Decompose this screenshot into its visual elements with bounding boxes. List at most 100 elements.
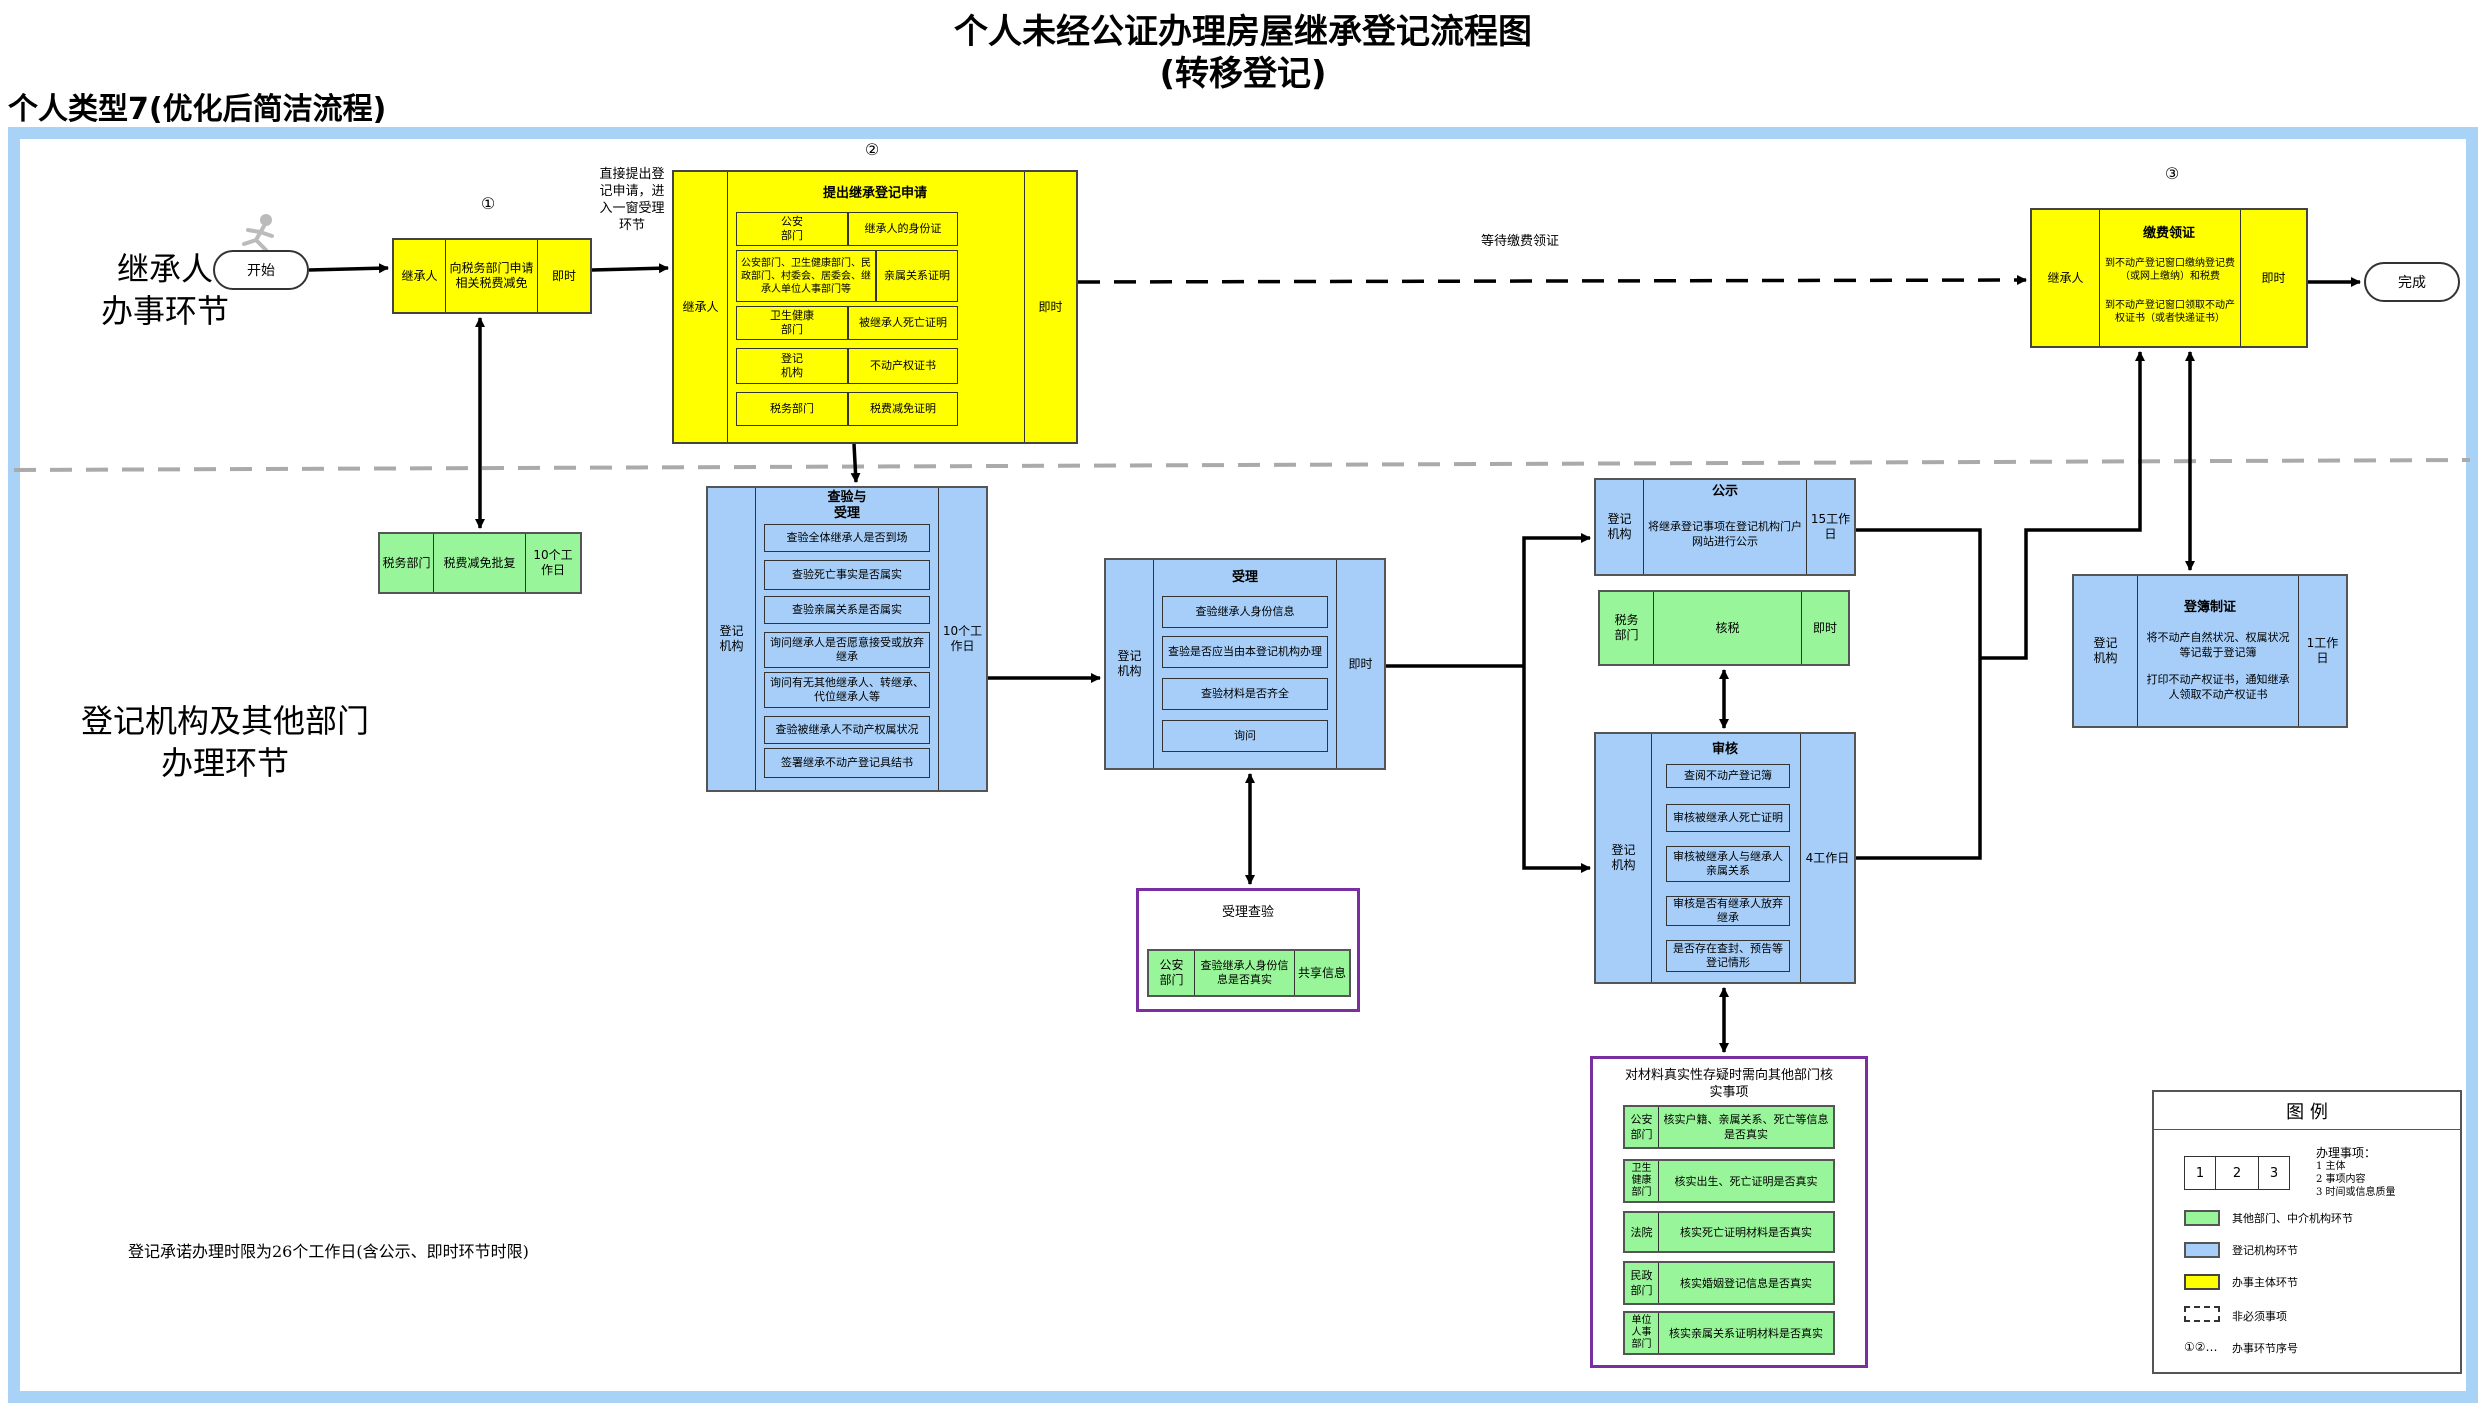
publicity-content: 将继承登记事项在登记机构门户网站进行公示 — [1648, 520, 1802, 548]
tax-relief-content: 税费减免批复 — [434, 534, 526, 592]
review-item: 是否存在查封、预告等登记情形 — [1666, 940, 1790, 972]
step1-time: 即时 — [551, 268, 576, 283]
step2-doc: 被继承人死亡证明 — [848, 306, 958, 340]
accept-verify-header: 受理查验 — [1221, 905, 1274, 920]
arrow-step1-step2 — [591, 263, 669, 274]
register-content-2: 打印不动产权证书，通知继承人领取不动产权证书 — [2146, 673, 2290, 701]
register-header: 登簿制证 — [2183, 600, 2236, 615]
verify-row: 单位 人事 部门 核实亲属关系证明材料是否真实 — [1623, 1311, 1835, 1355]
process-type: 个人类型7(优化后简洁流程) — [8, 92, 387, 127]
pay-content-2: 到不动产登记窗口领取不动产权证书（或者快递证书） — [2105, 300, 2235, 324]
deadline-note: 登记承诺办理时限为26个工作日(含公示、即时环节时限) — [128, 1242, 529, 1261]
page-subtitle: (转移登记) — [1159, 54, 1327, 94]
verify-content: 核实亲属关系证明材料是否真实 — [1669, 1326, 1823, 1340]
legend-matters: 1 主体 2 事项内容 3 时间或信息质量 — [2316, 1160, 2396, 1199]
legend-cell: 2 — [2216, 1157, 2259, 1189]
accept-item: 查验是否应当由本登记机构办理 — [1162, 636, 1328, 668]
legend-cell: 3 — [2269, 1165, 2279, 1181]
accept-box: 登记 机构 即时 受理 查验继承人身份信息 查验是否应当由本登记机构办理 查验材… — [1104, 558, 1386, 770]
arrow-merge-pay — [1980, 351, 2145, 660]
legend-green-label: 其他部门、中介机构环节 — [2232, 1212, 2353, 1225]
verify-content: 核实出生、死亡证明是否真实 — [1674, 1174, 1818, 1188]
verify-dept: 卫生 健康 部门 — [1625, 1161, 1659, 1201]
review-header: 审核 — [1711, 742, 1738, 757]
verify-row: 民政 部门 核实婚姻登记信息是否真实 — [1623, 1261, 1835, 1305]
review-item: 审核是否有继承人放弃继承 — [1666, 896, 1790, 926]
legend-matter: 3 时间或信息质量 — [2316, 1187, 2396, 1198]
verify-row: 法院 核实死亡证明材料是否真实 — [1623, 1211, 1835, 1253]
legend-seq-label: 办事环节序号 — [2232, 1342, 2298, 1355]
legend-cell: 1 — [2185, 1157, 2216, 1189]
review-item: 查阅不动产登记簿 — [1666, 764, 1790, 788]
pay-content-1: 到不动产登记窗口缴纳登记费（或网上缴纳）和税费 — [2105, 258, 2235, 282]
accept-verify-note: 共享信息 — [1297, 965, 1346, 980]
verify-content: 核实户籍、亲属关系、死亡等信息是否真实 — [1663, 1113, 1829, 1141]
review-item: 审核被继承人死亡证明 — [1666, 804, 1790, 832]
flow-frame — [8, 127, 2478, 1403]
publicity-header: 公示 — [1711, 484, 1738, 499]
direct-apply-note: 直接提出登记申请，进入一窗受理环节 — [599, 167, 665, 233]
check-item: 查验全体继承人是否到场 — [764, 524, 930, 552]
pay-subject: 继承人 — [2032, 210, 2100, 346]
step-number-3: ③ — [2164, 164, 2180, 183]
arrow-start-step1 — [308, 263, 389, 274]
end-terminal: 完成 — [2364, 262, 2460, 302]
legend-matter: 2 事项内容 — [2316, 1174, 2366, 1185]
step2-subject: 继承人 — [674, 172, 728, 442]
tax-relief-box: 税务部门 税费减免批复 10个工作日 — [378, 532, 582, 594]
check-item: 查验被继承人不动产权属状况 — [764, 716, 930, 744]
arrow-review-merge — [1856, 658, 1982, 860]
review-box: 登记 机构 4工作日 审核 查阅不动产登记簿 审核被继承人死亡证明 审核被继承人… — [1594, 732, 1856, 984]
verify-row: 公安 部门 核实户籍、亲属关系、死亡等信息是否真实 — [1623, 1105, 1835, 1149]
review-time: 4工作日 — [1800, 734, 1854, 982]
step2-dept: 卫生健康 部门 — [736, 306, 848, 340]
verify-content: 核实婚姻登记信息是否真实 — [1680, 1276, 1812, 1290]
step2-doc: 继承人的身份证 — [848, 212, 958, 246]
verify-content: 核实死亡证明材料是否真实 — [1680, 1225, 1812, 1239]
verify-others-header: 对材料真实性存疑时需向其他部门核实事项 — [1624, 1068, 1833, 1100]
wait-pay-note: 等待缴费领证 — [1480, 234, 1559, 249]
step1-subject: 继承人 — [394, 240, 446, 312]
tax-relief-subject: 税务部门 — [380, 534, 434, 592]
step1-content: 向税务部门申请相关税费减免 — [446, 240, 538, 312]
lane-label-heir: 继承人 办事环节 — [100, 250, 229, 330]
legend-matter: 1 主体 — [2316, 1161, 2346, 1172]
tax-relief-time: 10个工作日 — [533, 548, 573, 577]
step2-box: 继承人 即时 提出继承登记申请 公安 部门 继承人的身份证 公安部门、卫生健康部… — [672, 170, 1078, 444]
lane-label-agency: 登记机构及其他部门 办理环节 — [80, 702, 369, 782]
check-time: 10个工 作日 — [938, 488, 986, 790]
verify-dept: 单位 人事 部门 — [1625, 1313, 1659, 1353]
legend-cells: 1 2 3 — [2184, 1156, 2290, 1190]
legend-blue-swatch — [2184, 1242, 2220, 1258]
check-item: 询问有无其他继承人、转继承、代位继承人等 — [764, 672, 930, 708]
pay-header: 缴费领证 — [2142, 226, 2195, 241]
taxcheck-content: 核税 — [1654, 592, 1802, 664]
review-item: 审核被继承人与继承人亲属关系 — [1666, 846, 1790, 882]
publicity-box: 登记 机构 15工作 日 公示 将继承登记事项在登记机构门户网站进行公示 — [1594, 478, 1856, 576]
check-item: 签署继承不动产登记具结书 — [764, 748, 930, 778]
check-box: 登记 机构 10个工 作日 查验与 受理 查验全体继承人是否到场 查验死亡事实是… — [706, 486, 988, 792]
start-terminal: 开始 — [213, 250, 309, 290]
accept-verify-row: 公安 部门 查验继承人身份信息是否真实 共享信息 — [1147, 949, 1351, 997]
step2-doc: 亲属关系证明 — [876, 250, 958, 302]
legend-blue-label: 登记机构环节 — [2232, 1244, 2298, 1257]
step2-dept: 公安部门、卫生健康部门、民政部门、村委会、居委会、继承人单位人事部门等 — [736, 250, 876, 302]
arrow-branch-review — [1522, 666, 1591, 873]
accept-item: 询问 — [1162, 720, 1328, 752]
legend-yellow-swatch — [2184, 1274, 2220, 1290]
publicity-time: 15工作 日 — [1806, 480, 1854, 574]
legend-box: 图 例 1 2 3 办理事项： 1 主体 2 事项内容 3 时间或信息质量 其他… — [2152, 1090, 2462, 1374]
accept-header: 受理 — [1231, 570, 1258, 585]
accept-item: 查验材料是否齐全 — [1162, 678, 1328, 710]
legend-green-swatch — [2184, 1210, 2220, 1226]
register-content-1: 将不动产自然状况、权属状况等记载于登记簿 — [2146, 631, 2290, 659]
accept-time: 即时 — [1336, 560, 1384, 768]
step2-dept: 税务部门 — [736, 392, 848, 426]
check-header: 查验与 受理 — [827, 490, 867, 521]
register-box: 登记 机构 1工作日 登簿制证 将不动产自然状况、权属状况等记载于登记簿 打印不… — [2072, 574, 2348, 728]
check-subject: 登记 机构 — [708, 488, 756, 790]
register-subject: 登记 机构 — [2074, 576, 2138, 726]
verify-dept: 公安 部门 — [1625, 1107, 1659, 1147]
taxcheck-time: 即时 — [1812, 620, 1837, 635]
